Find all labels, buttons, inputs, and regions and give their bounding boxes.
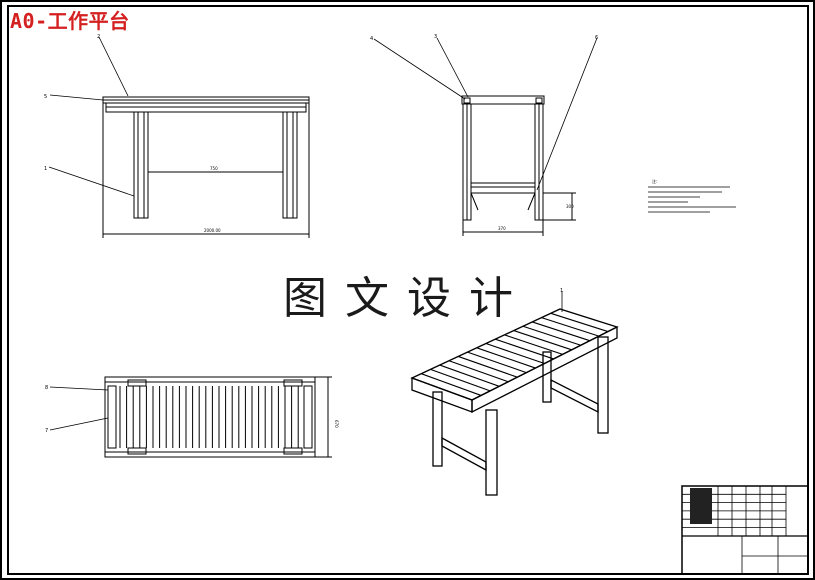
top-rollers — [119, 386, 299, 448]
callout-2: 2 — [97, 34, 100, 40]
title-block-filled-area — [690, 488, 712, 524]
title-block — [681, 485, 809, 575]
front-view — [48, 36, 310, 238]
side-height-dim: 300 — [566, 204, 574, 209]
isometric-view — [410, 291, 619, 496]
iso-brace-back — [550, 378, 599, 414]
side-crossbar — [470, 182, 536, 194]
watermark-text: 图文设计 — [283, 273, 531, 324]
title-block-rows — [682, 486, 786, 536]
callout-iso-1: 1 — [560, 288, 563, 294]
iso-roller — [550, 312, 609, 333]
iso-roller — [421, 373, 482, 396]
iso-roller — [448, 360, 509, 383]
iso-roller — [504, 334, 563, 355]
callout-3: 3 — [434, 34, 437, 40]
iso-roller — [439, 364, 500, 387]
iso-roller — [513, 330, 572, 351]
callout-4: 4 — [370, 36, 373, 42]
top-outer-frame — [104, 376, 316, 458]
front-inner-dim: 750 — [210, 166, 218, 171]
iso-leg-back-right — [597, 336, 609, 434]
notes-heading: 注: — [652, 178, 657, 184]
callout-8: 8 — [45, 385, 48, 391]
front-right-leg — [282, 111, 298, 219]
callout-6: 6 — [595, 35, 598, 41]
drawing-frame — [7, 5, 809, 575]
iso-roller — [458, 355, 518, 378]
iso-brace-front — [441, 436, 487, 472]
front-left-leg — [133, 111, 149, 219]
callout-5: 5 — [44, 94, 47, 100]
drawing-title: A0-工作平台 — [10, 9, 130, 33]
iso-roller — [532, 321, 590, 342]
iso-right-edge — [471, 325, 618, 414]
callout-1: 1 — [44, 166, 47, 172]
iso-leg-front-right — [485, 409, 498, 496]
iso-roller — [467, 351, 527, 374]
technical-notes — [648, 186, 736, 213]
iso-roller — [541, 317, 600, 337]
front-width-dim: 2000.00 — [204, 228, 221, 233]
side-width-dim: 370 — [498, 226, 506, 231]
side-view — [373, 37, 598, 236]
iso-roller — [522, 325, 581, 346]
top-depth-dim: 670 — [334, 420, 339, 428]
iso-roller — [495, 338, 554, 360]
iso-roller — [430, 368, 491, 392]
side-top-frame — [461, 95, 545, 105]
callout-7: 7 — [45, 428, 48, 434]
top-view — [49, 376, 332, 458]
iso-leg-front-left — [432, 391, 443, 467]
iso-roller — [485, 342, 545, 365]
iso-leg-back-left — [542, 351, 552, 403]
iso-roller — [476, 347, 536, 369]
iso-rollers — [421, 312, 609, 396]
